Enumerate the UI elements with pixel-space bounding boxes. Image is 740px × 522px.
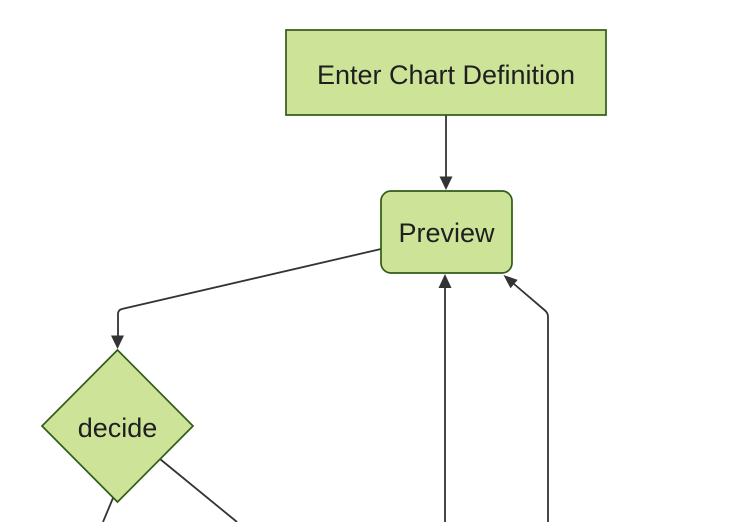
node-enter-chart-definition-shape [285, 29, 607, 116]
node-decide: decide [40, 348, 195, 504]
arrowhead-down-icon [111, 335, 124, 349]
edge-line [102, 497, 114, 522]
node-decide-shape [40, 348, 195, 504]
edge-offscreen-bottom-right-to-preview [503, 275, 549, 522]
node-preview-label: Preview [398, 218, 495, 248]
arrowhead-up-left-icon [503, 275, 518, 289]
edge-decide-to-offscreen-bottom-right [159, 458, 238, 522]
node-preview-shape [380, 190, 513, 274]
node-preview: Preview [380, 190, 513, 274]
node-enter-chart-definition-label: Enter Chart Definition [317, 60, 575, 90]
node-decide-label: decide [78, 413, 158, 443]
edge-decide-to-offscreen-bottom-left [102, 497, 114, 522]
edge-line [513, 283, 549, 522]
arrowhead-up-icon [438, 274, 452, 288]
edge-offscreen-bottom-to-preview [438, 274, 452, 522]
edge-line [117, 248, 382, 336]
edge-preview-to-decide [111, 248, 382, 349]
arrowhead-down-icon [439, 176, 453, 190]
edge-enter-chart-definition-to-preview [439, 115, 453, 190]
edge-line [159, 458, 238, 522]
node-enter-chart-definition: Enter Chart Definition [285, 29, 607, 116]
